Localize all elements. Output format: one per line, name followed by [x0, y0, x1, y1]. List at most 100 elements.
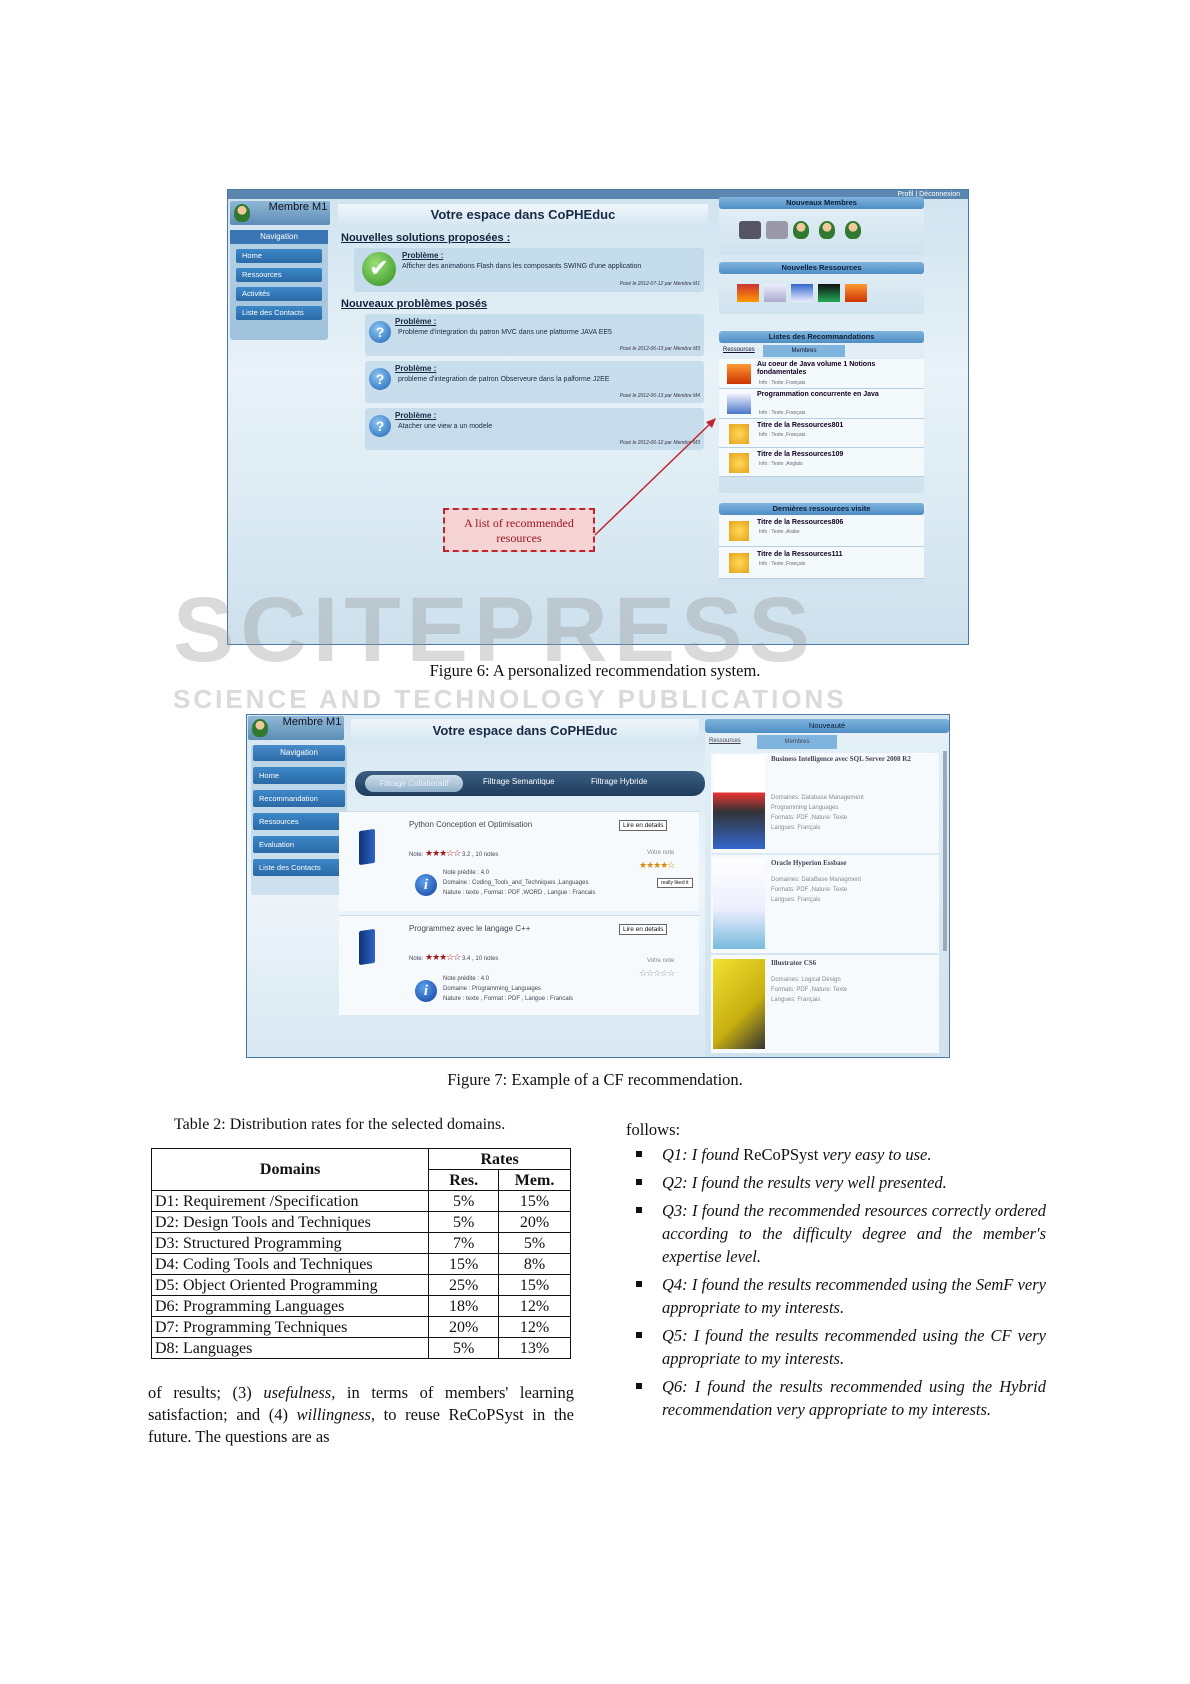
top-links[interactable]: Profil | Déconnexion	[228, 190, 968, 199]
mem-cell: 5%	[498, 1232, 571, 1254]
res-cell: 5%	[428, 1190, 500, 1212]
nav-item-evaluation[interactable]: Evaluation	[253, 836, 345, 853]
predicted-note: Note prédite : 4.0	[443, 870, 490, 876]
callout-box: A list of recommended resources	[443, 508, 595, 552]
solution-card[interactable]: ✔ Problème : Afficher des animations Fla…	[354, 248, 704, 292]
tab-filtrage-semantique[interactable]: Filtrage Semantique	[483, 777, 555, 786]
callout-arrow	[594, 418, 716, 536]
rating-value: 3.4 , 10 notes	[462, 956, 499, 962]
details-button[interactable]: Lire en details	[619, 924, 668, 935]
gift-icon	[729, 553, 749, 573]
problem-card[interactable]: ? Problème : Atacher une view a un model…	[365, 408, 704, 450]
problem-label: Problème :	[395, 317, 437, 326]
resource-title[interactable]: Python Conception et Optimisation	[409, 820, 533, 829]
side-tab-ressources[interactable]: Ressources	[709, 738, 741, 744]
nav-item-ressources[interactable]: Ressources	[236, 268, 322, 282]
tab-filtrage-collaboratif[interactable]: Filtrage Collaboratif	[365, 775, 463, 792]
res-cell: 25%	[428, 1274, 500, 1296]
resource-card[interactable]: Programmez avec le langage C++ Lire en d…	[339, 915, 699, 1015]
rec-tab-ressources[interactable]: Ressources	[723, 347, 755, 353]
book-cover-icon[interactable]	[845, 284, 867, 302]
side-tab-membres[interactable]: Membres	[757, 735, 837, 749]
domain-cell: D7: Programming Techniques	[150, 1316, 430, 1338]
info-line: Domaines: Logical Design	[771, 977, 841, 983]
resource-title: Titre de la Ressources801	[757, 422, 844, 429]
check-icon: ✔	[362, 252, 396, 286]
recommended-resource[interactable]: Programmation concurrente en Java Info :…	[719, 389, 924, 419]
resource-domain: Domaine : Coding_Tools_and_Techniques ,L…	[443, 880, 589, 886]
rec-tab-membres[interactable]: Membres	[763, 345, 845, 357]
problem-footer: Posé le 2012-06-13 par Membre M4	[619, 393, 700, 399]
problem-text: Atacher une view a un modele	[398, 423, 493, 430]
resource-title: Titre de la Ressources109	[757, 451, 844, 458]
nav-item-home[interactable]: Home	[236, 249, 322, 263]
member-photo-icon[interactable]	[739, 221, 761, 239]
resource-title: Au coeur de Java volume 1 Notions fondam…	[757, 361, 876, 376]
book-cover-icon	[727, 364, 751, 384]
mem-cell: 15%	[498, 1190, 571, 1212]
tab-filtrage-hybride[interactable]: Filtrage Hybride	[591, 777, 648, 786]
info-line: Langues: Français	[771, 997, 821, 1003]
nav-item-contacts[interactable]: Liste des Contacts	[253, 859, 345, 876]
nav-item-home[interactable]: Home	[253, 767, 345, 784]
resource-title[interactable]: Programmez avec le langage C++	[409, 924, 531, 933]
text-run-italic: usefulness	[263, 1383, 332, 1402]
recommended-resource[interactable]: Au coeur de Java volume 1 Notions fondam…	[719, 359, 924, 389]
book-cover-icon[interactable]	[791, 284, 813, 302]
solutions-heading: Nouvelles solutions proposées :	[341, 232, 511, 244]
resource-domain: Domaine : Programming_Languages	[443, 986, 542, 992]
note-label: Note:	[409, 852, 424, 858]
info-line: Domaines: DataBase Managment	[771, 877, 862, 883]
side-resource[interactable]: Illustrator CS6 Domaines: Logical Design…	[711, 955, 939, 1053]
problem-footer: Posé le 2012-06-12 par Membre M3	[619, 440, 700, 446]
mem-cell: 12%	[498, 1316, 571, 1338]
info-icon: i	[415, 980, 437, 1002]
member-avatar-icon[interactable]	[793, 221, 809, 239]
details-button[interactable]: Lire en details	[619, 820, 668, 831]
member-name: Membre M1	[268, 201, 328, 213]
nav-item-recommandation[interactable]: Recommandation	[253, 790, 345, 807]
votre-note-label: Votre note	[647, 958, 675, 964]
left-paragraph: of results; (3) usefulness, in terms of …	[148, 1382, 574, 1448]
book-cover-icon[interactable]	[764, 284, 786, 302]
visited-resource[interactable]: Titre de la Ressources806 Info : Texte ,…	[719, 515, 924, 547]
visited-resource[interactable]: Titre de la Ressources111 Info : Texte ,…	[719, 547, 924, 579]
list-item: Q2: I found the results very well presen…	[626, 1171, 1046, 1194]
book-cover-icon[interactable]	[818, 284, 840, 302]
distribution-table: Domains Rates Res. Mem. D1: Requirement …	[150, 1148, 571, 1359]
list-item: Q1: I found ReCoPSyst very easy to use.	[626, 1143, 1046, 1166]
mem-cell: 20%	[498, 1211, 571, 1233]
header-mem: Mem.	[498, 1169, 571, 1191]
recommended-resource[interactable]: Titre de la Ressources801 Info : Texte ,…	[719, 419, 924, 448]
new-members-title: Nouveaux Membres	[719, 197, 924, 209]
problem-card[interactable]: ? Problème : Probleme d'integration du p…	[365, 314, 704, 356]
member-avatar-icon[interactable]	[819, 221, 835, 239]
res-cell: 7%	[428, 1232, 500, 1254]
recommended-resource[interactable]: Titre de la Ressources109 Info : Texte ,…	[719, 448, 924, 477]
res-cell: 20%	[428, 1316, 500, 1338]
rating-button[interactable]: really liked it	[657, 878, 693, 888]
member-photo-icon[interactable]	[766, 221, 788, 239]
scrollbar[interactable]	[943, 751, 947, 951]
book-cover-icon[interactable]	[737, 284, 759, 302]
problem-card[interactable]: ? Problème : probleme d'integration de p…	[365, 361, 704, 403]
nav-item-activites[interactable]: Activités	[236, 287, 322, 301]
recommendations-panel: Listes des Recommandations Ressources Me…	[719, 331, 924, 493]
gift-icon	[729, 424, 749, 444]
list-item: Q3: I found the recommended resources co…	[626, 1199, 1046, 1268]
last-visited-title: Dernières ressources visite	[719, 503, 924, 515]
nav-item-ressources[interactable]: Ressources	[253, 813, 345, 830]
member-avatar-icon[interactable]	[845, 221, 861, 239]
domain-cell: D2: Design Tools and Techniques	[150, 1211, 430, 1233]
info-line: Formats: PDF ,Nature: Texte	[771, 815, 848, 821]
user-stars-icon[interactable]: ☆☆☆☆☆	[639, 968, 675, 978]
side-resource[interactable]: Oracle Hyperion Essbase Domaines: DataBa…	[711, 855, 939, 953]
resource-card[interactable]: Python Conception et Optimisation Lire e…	[339, 811, 699, 911]
user-stars-icon[interactable]: ★★★★☆	[639, 860, 675, 870]
side-resource[interactable]: Business Intelligence avec SQL Server 20…	[711, 753, 939, 853]
nav-item-contacts[interactable]: Liste des Contacts	[236, 306, 322, 320]
